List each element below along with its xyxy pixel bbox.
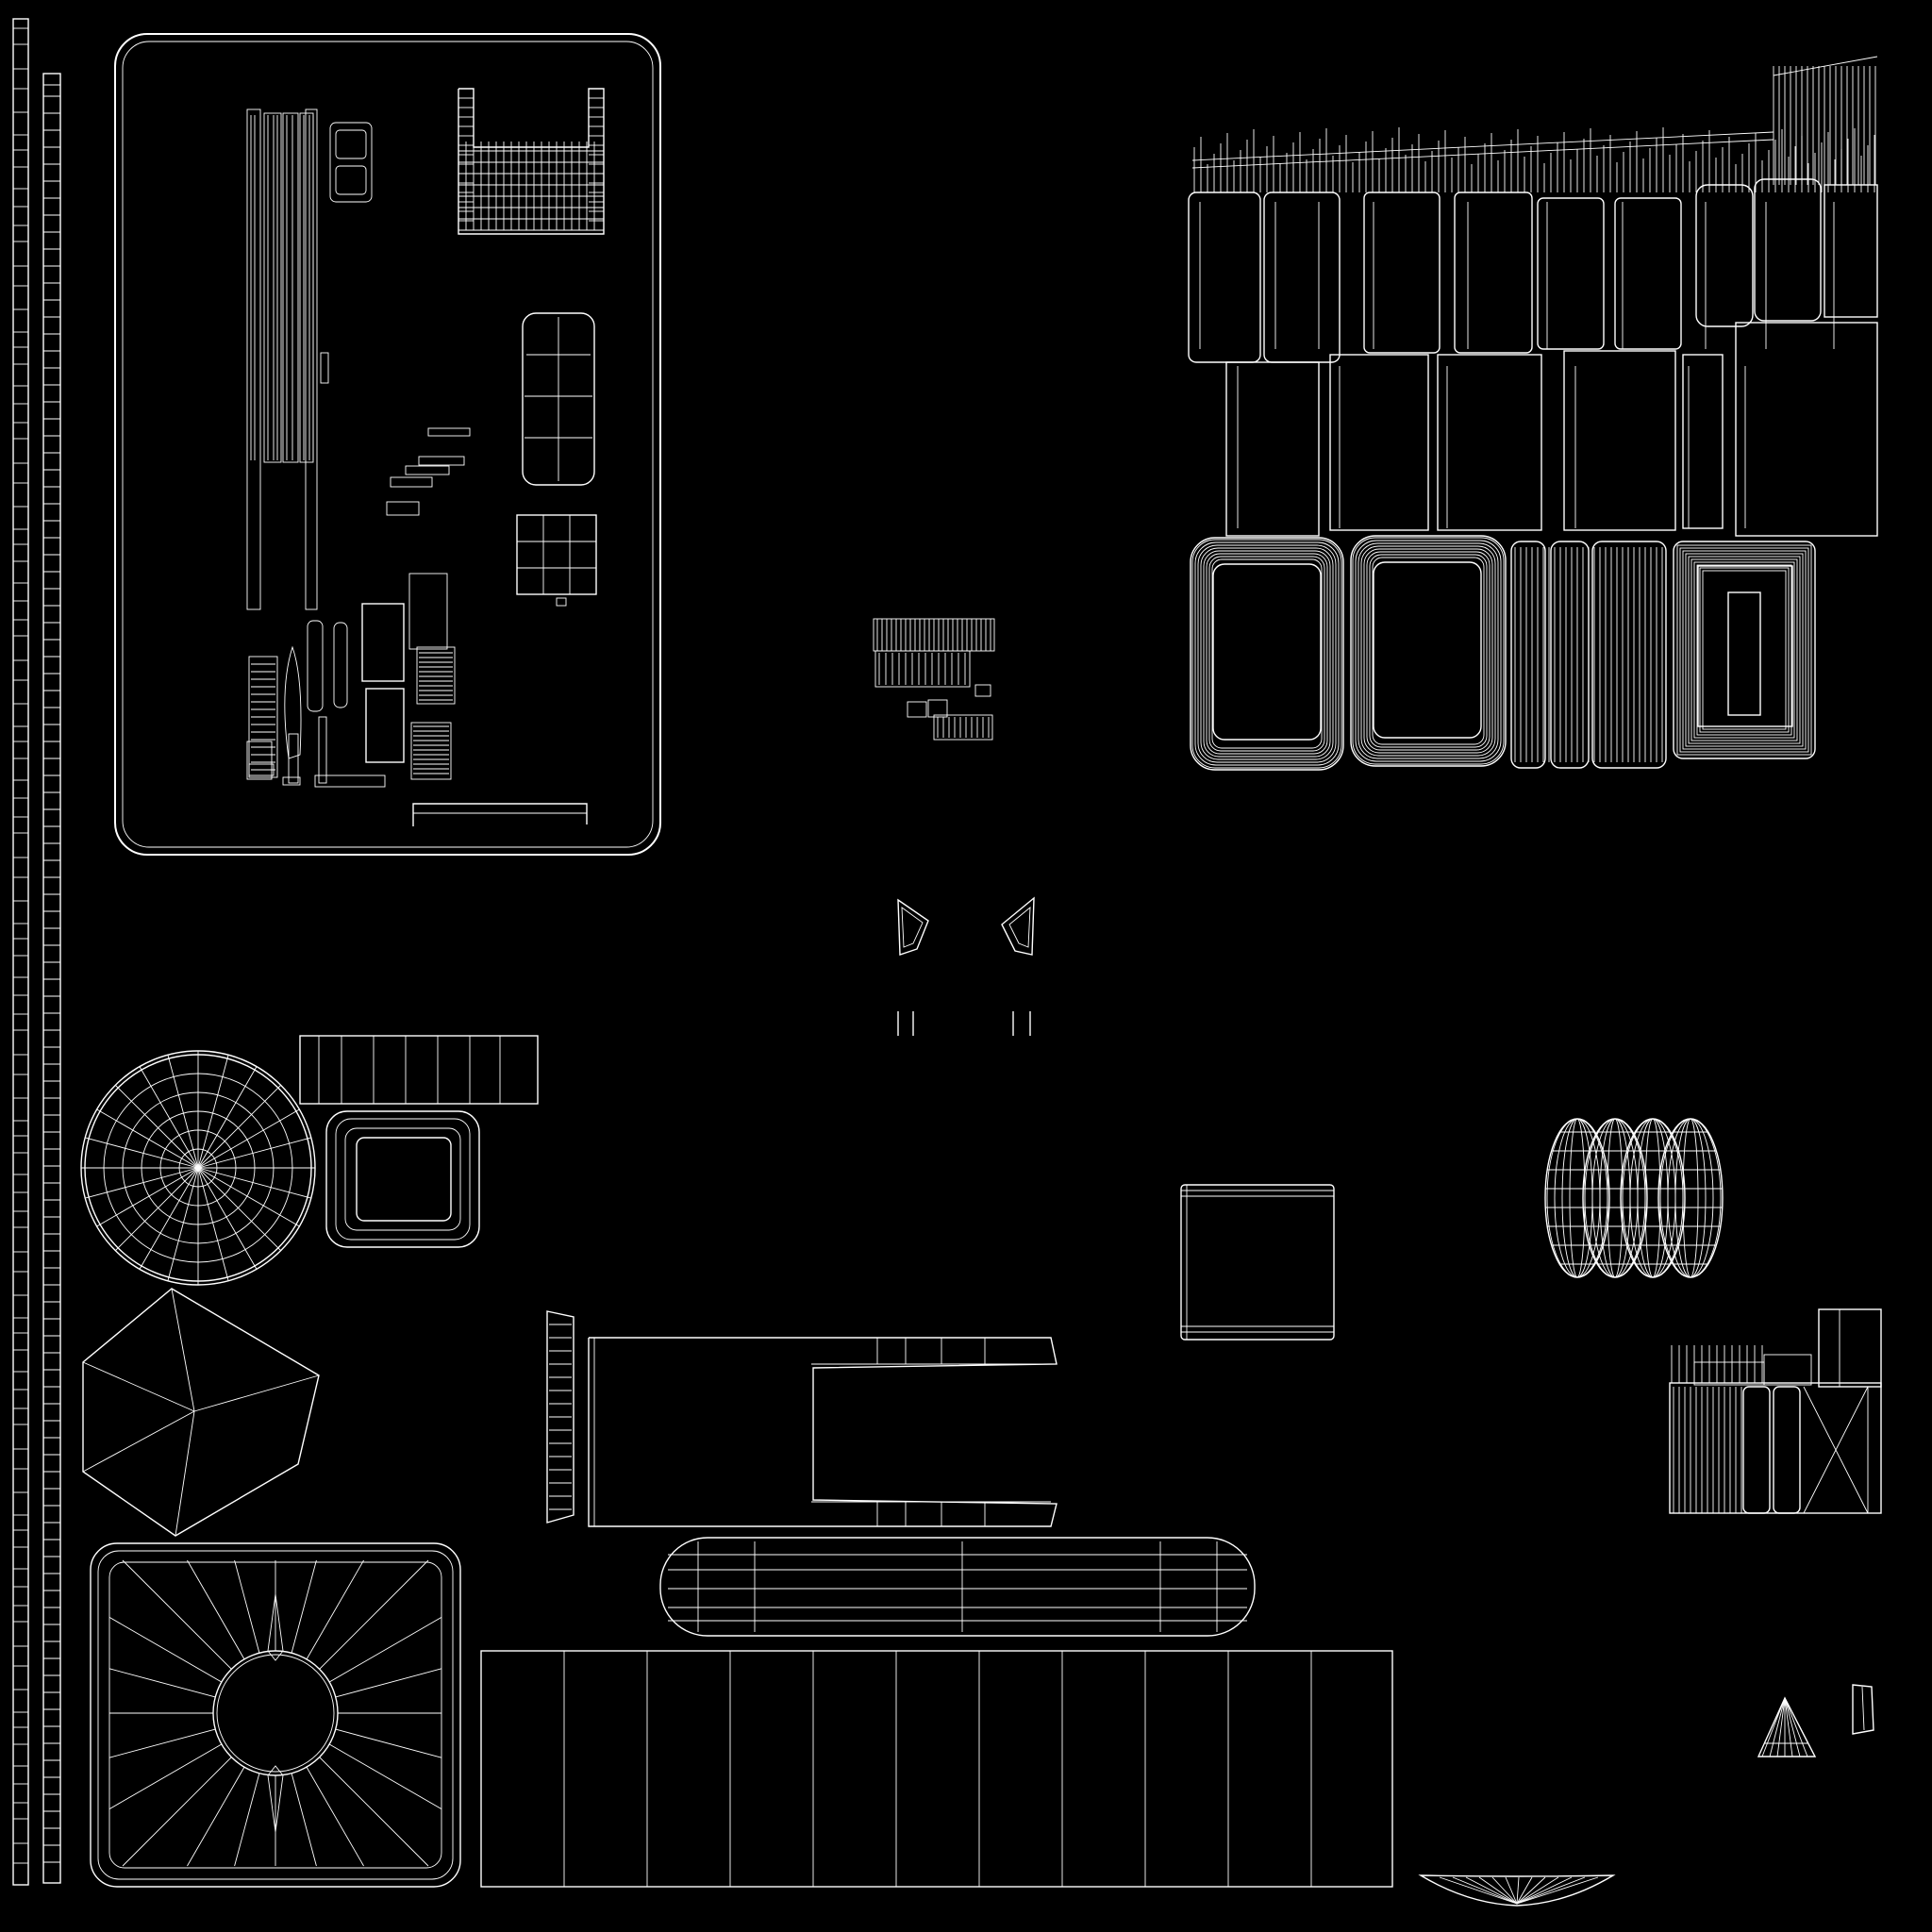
center-tiny-pairs (897, 1011, 1031, 1036)
left-strip-outer (12, 18, 29, 1886)
panel-bottom-rail (412, 803, 588, 826)
center-small-cluster (873, 618, 995, 741)
center-triangles (897, 896, 1035, 956)
square-box (1180, 1184, 1335, 1341)
panel-long-bars (246, 108, 329, 610)
rounded-square-ring (325, 1110, 480, 1248)
panel-square-grid (516, 514, 597, 607)
panel-small-parts (246, 573, 456, 788)
left-strip-inner (42, 73, 61, 1884)
panel-steps (386, 427, 471, 516)
radial-disc (80, 1050, 316, 1286)
top-right-cluster (1188, 56, 1878, 771)
panel-small-frame (329, 122, 373, 203)
bracket-frame (546, 1310, 1058, 1527)
ellipse-stack (1544, 1118, 1724, 1278)
small-cone (1757, 1696, 1817, 1757)
pentagon (82, 1288, 320, 1537)
right-mid-cluster (1669, 1308, 1882, 1514)
small-quad (1852, 1684, 1874, 1735)
rounded-capsule (659, 1537, 1256, 1637)
bottom-arc (1418, 1874, 1616, 1907)
rounded-panel (114, 33, 661, 856)
segmented-bar (299, 1035, 539, 1105)
striped-rectangle (480, 1650, 1393, 1888)
panel-pill-grid (522, 312, 595, 486)
ring-frame (90, 1542, 461, 1888)
panel-top-bracket (458, 88, 605, 235)
